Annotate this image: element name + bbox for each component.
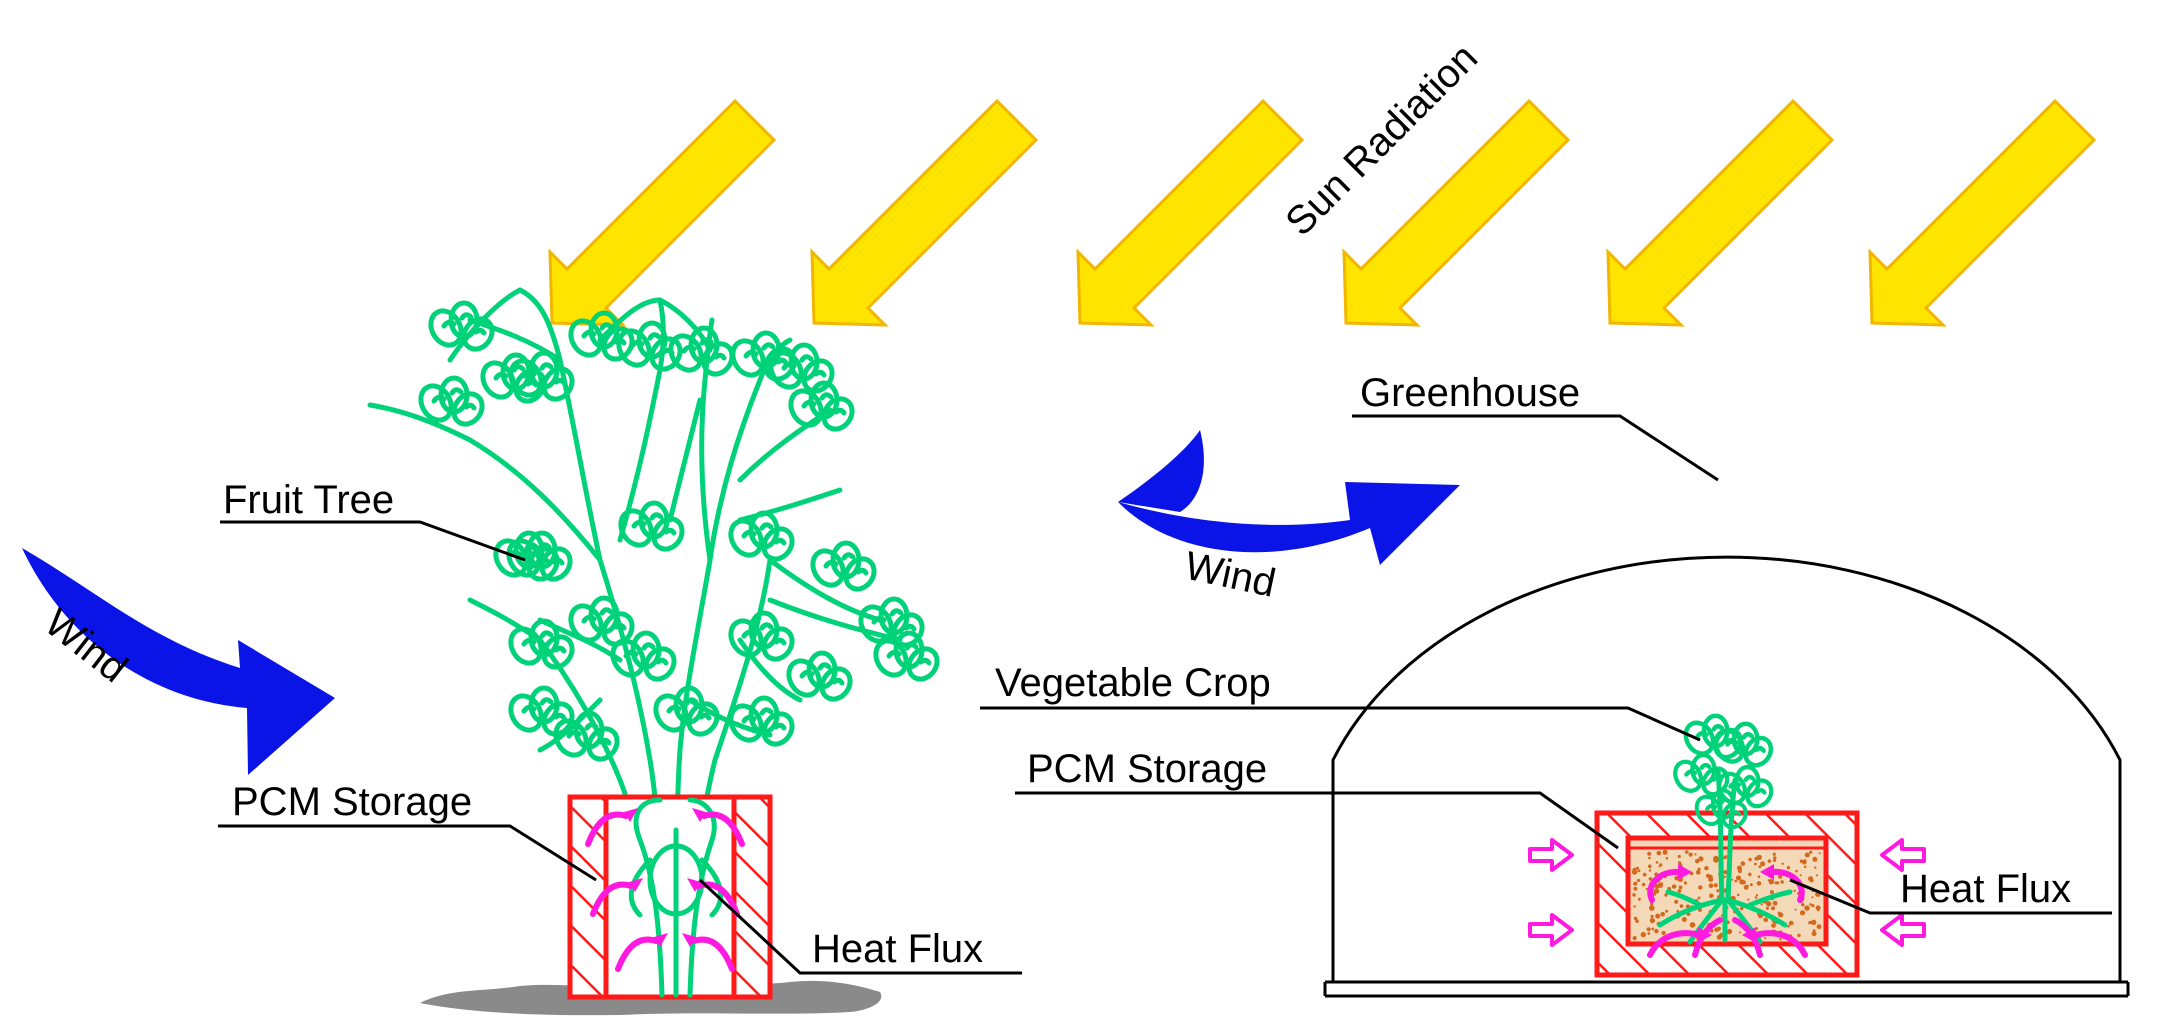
wind-arrow-icon	[1118, 430, 1460, 565]
heat-flux-right-label: Heat Flux	[1900, 867, 2071, 911]
heat-flux-arrow-icon	[1880, 913, 1926, 947]
wind-left: Wind	[22, 548, 335, 775]
fruit-tree-leader	[220, 520, 526, 562]
fruit-tree-label: Fruit Tree	[223, 478, 394, 522]
heat-flux-left-leader	[698, 878, 1022, 975]
heat-flux-outer-arrows	[1528, 838, 1926, 947]
sun-arrow-icon	[1076, 99, 1304, 327]
greenhouse-label: Greenhouse	[1360, 371, 1580, 415]
pcm-storage-left-leader	[218, 824, 597, 882]
wind-label: Wind	[1181, 544, 1279, 606]
vegetable-crop-leader	[980, 706, 1701, 742]
fruit-tree	[367, 287, 943, 995]
pcm-storage-right-label: PCM Storage	[1027, 747, 1267, 791]
greenhouse-leader	[1352, 414, 1719, 482]
vegetable-crop-label: Vegetable Crop	[995, 661, 1271, 705]
heat-flux-left-label: Heat Flux	[812, 927, 983, 971]
pcm-storage-left-label: PCM Storage	[232, 780, 472, 824]
greenhouse	[1323, 555, 2130, 998]
heat-flux-arrow-icon	[1528, 913, 1574, 947]
heat-flux-arrow-icon	[1528, 838, 1574, 872]
sun-arrow-icon	[1868, 99, 2096, 327]
heat-flux-arrow-icon	[1880, 838, 1926, 872]
sun-arrow-icon	[548, 99, 776, 327]
wind-arrow-icon	[22, 548, 335, 775]
heat-flux-right-leader	[1789, 878, 2112, 915]
sun-arrow-icon	[810, 99, 1038, 327]
vegetable-crop	[1657, 716, 1793, 945]
pcm-storage-right-leader	[1015, 791, 1619, 850]
wind-right: Wind	[1118, 430, 1460, 606]
sun-arrow-icon	[1606, 99, 1834, 327]
